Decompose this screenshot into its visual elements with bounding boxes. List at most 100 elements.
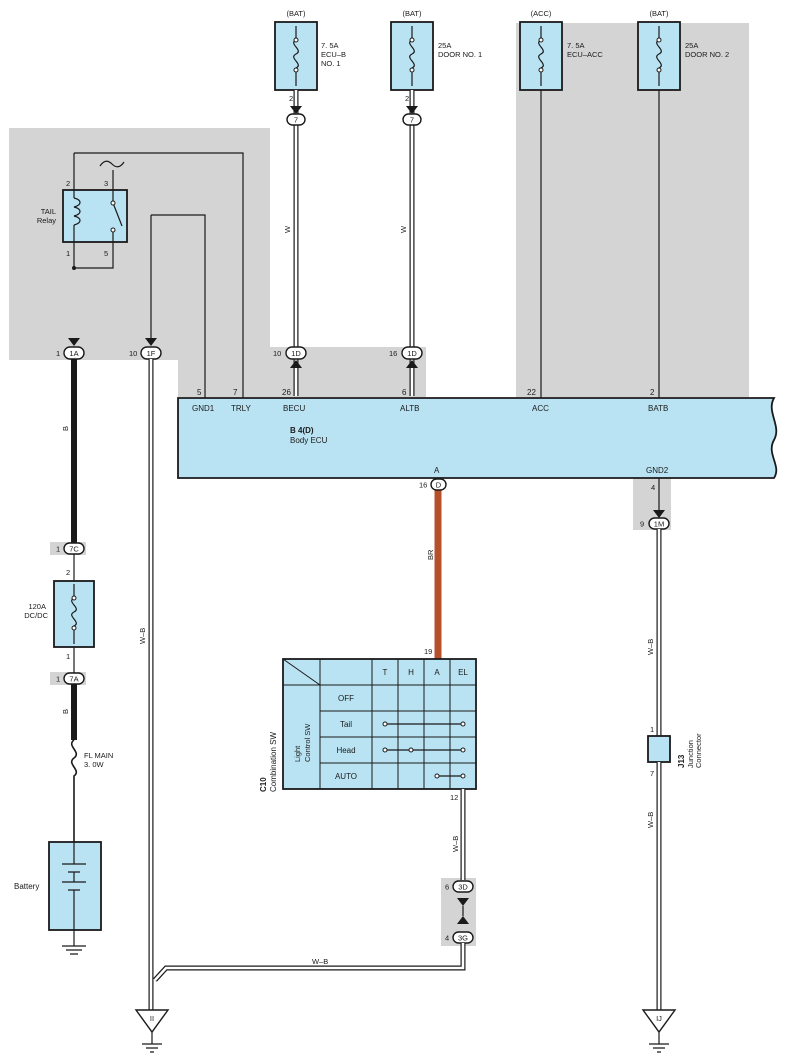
conn-1d-a: 1D 10	[273, 346, 307, 368]
ecu-term-a: A	[434, 466, 440, 475]
fuse-door-no1-source: (BAT)	[402, 9, 422, 18]
fuse-ecu-acc-rating: 7. 5A	[567, 41, 585, 50]
top-wires: W W	[283, 90, 660, 398]
left-chain: B 7C 1 2 120A DC/DC 1 7A 1 B FL MAIN 3. …	[14, 359, 113, 955]
wire-label-wb-left: W–B	[138, 628, 147, 644]
tail-relay: TAIL Relay 2 3 1 5	[37, 153, 128, 270]
fuse-ecu-acc-name1: ECU–ACC	[567, 50, 603, 59]
ecu-term-becu: BECU	[283, 404, 305, 413]
ecu-name: Body ECU	[290, 436, 328, 445]
dcdc-rating: 120A	[28, 602, 46, 611]
junction-id: J13	[677, 754, 686, 768]
fuse-ecu-b-symbol	[293, 26, 299, 86]
wire-label-w1: W	[283, 225, 292, 233]
conn-7a-pin: 1	[56, 675, 60, 684]
fuse-ecu-acc: (ACC) 7. 5A ECU–ACC	[519, 9, 603, 91]
conn-3g-pin: 4	[445, 934, 449, 943]
comb-row-tail: Tail	[340, 720, 352, 729]
comb-sub2: Control SW	[303, 723, 312, 762]
relay-pin-3: 3	[104, 179, 108, 188]
fuse-ecu-b-name1: ECU–B	[321, 50, 346, 59]
fuse-ecu-b-rating: 7. 5A	[321, 41, 339, 50]
conn-1d-b-label: 1D	[407, 349, 417, 358]
dcdc-name: DC/DC	[24, 611, 48, 620]
ecu-term-altb: ALTB	[400, 404, 419, 413]
junction-name1: Junction	[686, 740, 695, 768]
ecu-pin-22: 22	[527, 388, 536, 397]
relay-pin-1: 1	[66, 249, 70, 258]
conn-7a-label: 7A	[69, 675, 78, 684]
conn-3d	[452, 880, 474, 893]
conn-d-pin: 16	[419, 481, 427, 490]
fl-main-rating: 3. 0W	[84, 760, 105, 769]
ecu-term-trly: TRLY	[231, 404, 252, 413]
junction-box	[647, 735, 671, 763]
junction-name2: Connector	[694, 733, 703, 768]
wire-label-wb-right1: W–B	[646, 639, 655, 655]
wb-left-wire: W–B	[138, 359, 154, 1010]
conn-1f-pin: 10	[129, 349, 137, 358]
conn-1f-label: 1F	[147, 349, 156, 358]
conn-3d-pin: 6	[445, 883, 449, 892]
ground-ii-label: II	[150, 1014, 154, 1023]
relay-wiring	[74, 152, 244, 398]
dcdc-pin-2: 2	[66, 568, 70, 577]
relay-name2: Relay	[37, 216, 56, 225]
conn-7-b-label: 7	[410, 116, 414, 125]
ecu-pin-26: 26	[282, 388, 291, 397]
conn-7-a: 7	[286, 106, 306, 126]
comb-row-off: OFF	[338, 694, 354, 703]
relay-name1: TAIL	[41, 207, 56, 216]
gnd2-pin: 4	[651, 483, 655, 492]
comb-sub1: Light	[293, 745, 302, 762]
conn-1d-a-pin: 10	[273, 349, 281, 358]
relay-ac-symbol	[99, 160, 125, 168]
conn-d-label: D	[436, 481, 442, 490]
ecu-pin-2: 2	[650, 388, 655, 397]
relay-coil	[73, 197, 81, 226]
conn-1m-pin: 9	[640, 520, 644, 529]
wire-label-wb-right2: W–B	[646, 812, 655, 828]
wb-switch-wire: W–B 3D 6 3G 4 W–B	[153, 789, 474, 982]
comb-col-a: A	[434, 668, 440, 677]
wire-label-br: BR	[426, 549, 435, 560]
conn-1a-pin: 1	[56, 349, 60, 358]
fuse-door-no2: (BAT) 25A DOOR NO. 2	[637, 9, 729, 91]
battery-symbol	[62, 842, 86, 930]
conn-1d-b-pin: 16	[389, 349, 397, 358]
conn-1m-label: 1M	[654, 520, 664, 529]
wire-label-w2: W	[399, 225, 408, 233]
relay-pin-5: 5	[104, 249, 108, 258]
conn-7-a-label: 7	[294, 116, 298, 125]
comb-sw-id: C10	[259, 777, 268, 792]
conn-1a-label: 1A	[69, 349, 78, 358]
body-ecu: 5 7 26 6 22 2 GND1 TRLY BECU ALTB ACC BA…	[177, 388, 778, 479]
conn-7c-label: 7C	[69, 545, 79, 554]
conn-3d-label: 3D	[458, 883, 468, 892]
fuse-door-no1-name1: DOOR NO. 1	[438, 50, 482, 59]
fuse-ecu-acc-source: (ACC)	[531, 9, 552, 18]
ground-ii: II	[134, 1009, 170, 1053]
fuse-door-no2-source: (BAT)	[649, 9, 669, 18]
comb-sw-pin-12: 12	[450, 793, 458, 802]
ecu-term-gnd1: GND1	[192, 404, 215, 413]
fuse-ecu-b-pin: 2	[289, 94, 293, 103]
comb-sw-pin-19: 19	[424, 647, 432, 656]
conn-1f: 1F 10	[129, 338, 162, 360]
junction-pin-7: 7	[650, 769, 654, 778]
gray-regions	[9, 23, 749, 946]
fuse-ecu-b: (BAT) 7. 5A ECU–B NO. 1 2	[274, 9, 346, 103]
wire-label-b1: B	[61, 426, 70, 431]
conn-7c-pin: 1	[56, 545, 60, 554]
comb-row-head: Head	[336, 746, 355, 755]
comb-col-h: H	[408, 668, 414, 677]
fuse-door-no1-pin: 2	[405, 94, 409, 103]
ground-ij: IJ	[641, 1009, 677, 1053]
br-wire: BR D 16	[419, 478, 447, 659]
battery-box	[48, 841, 102, 931]
ecu-term-batb: BATB	[648, 404, 668, 413]
combination-sw: 19 12 T H A EL OFF Tail Head AUTO Light …	[259, 647, 477, 802]
fuse-door-no1: (BAT) 25A DOOR NO. 1 2	[390, 9, 482, 103]
comb-col-el: EL	[458, 668, 468, 677]
